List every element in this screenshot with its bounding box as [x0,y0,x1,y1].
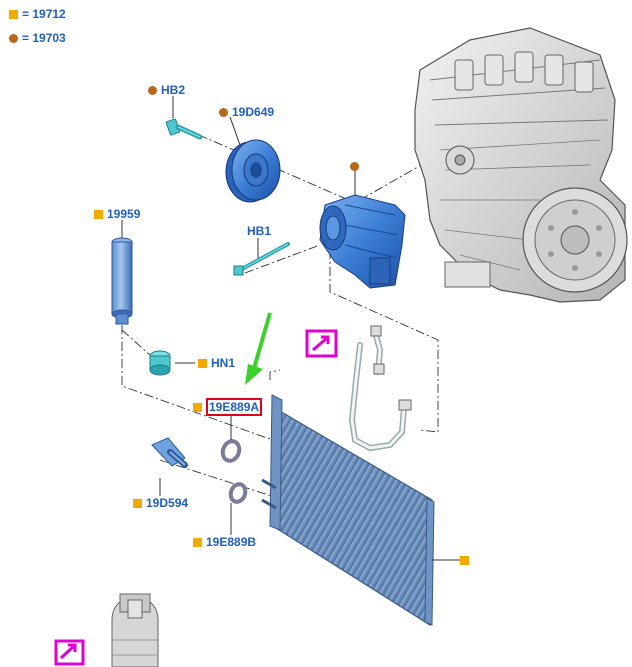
marker-leaders [121,96,460,561]
link-icon-cylinder[interactable] [54,639,85,666]
refrigerant-cylinder [111,593,159,667]
square-marker-icon [460,556,469,565]
compressor-marker [350,159,363,173]
dot-marker-icon [219,108,228,117]
ac-compressor [319,194,406,289]
compressor-pulley [225,139,281,203]
part-label-19d594[interactable]: 19D594 [133,496,188,510]
square-marker-icon [193,538,202,547]
part-label-19e889b[interactable]: 19E889B [193,535,256,549]
square-marker-icon [133,499,142,508]
condenser [261,394,435,627]
dot-marker-icon [350,162,359,171]
highlighted-part-number[interactable]: 19E889A [206,398,263,416]
legend-item-19703: = 19703 [9,31,66,45]
dot-marker-icon [148,86,157,95]
part-label-19d649[interactable]: 19D649 [219,105,274,119]
bolt-hb2 [165,118,203,140]
square-marker-icon [94,210,103,219]
square-marker-icon [198,359,207,368]
part-label-hb1[interactable]: HB1 [247,224,272,238]
square-marker-icon [9,10,18,19]
pressure-sensor [151,437,188,468]
link-icon-pipe[interactable] [305,329,338,358]
leader-lines [121,127,439,499]
square-marker-icon [193,403,202,412]
part-label-19e889a[interactable]: 19E889A [193,398,263,416]
receiver-dryer [111,237,133,325]
condenser-marker [460,553,473,567]
part-label-hb2[interactable]: HB2 [148,83,185,97]
o-rings [220,439,248,504]
part-label-19959[interactable]: 19959 [94,207,140,221]
dot-marker-icon [9,34,18,43]
engine-block [414,27,628,303]
bolt-hb1 [233,242,290,276]
green-arrow [245,312,272,385]
ac-line-pipe [348,325,412,452]
legend-item-19712: = 19712 [9,7,66,21]
plug-hn1 [149,350,171,376]
part-label-hn1[interactable]: HN1 [198,356,235,370]
